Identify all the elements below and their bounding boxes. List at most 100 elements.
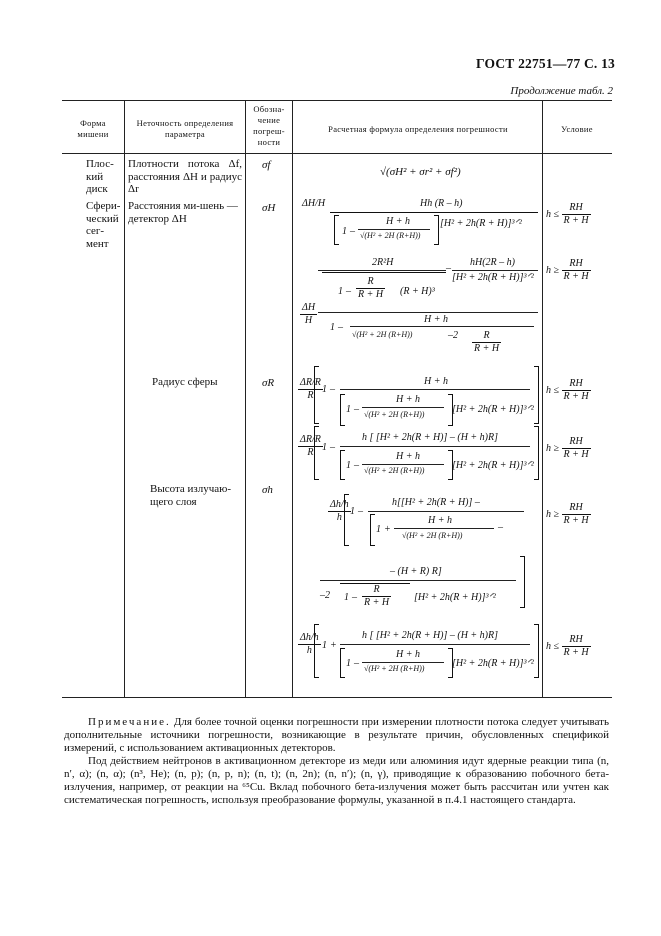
sigmaR-f2-bar xyxy=(340,446,530,447)
row4-symbol: σh xyxy=(262,484,273,496)
sigmaR-f1-num: H + h xyxy=(424,376,448,387)
sigmaR-f1-minus: – xyxy=(330,384,335,395)
sigmaH-f2-one: 1 xyxy=(338,286,343,297)
column-header-parameter: Неточность определения параметра xyxy=(136,118,234,139)
note-text-1: Для более точной оценки погрешности при … xyxy=(64,716,609,754)
sigmah-f1-cont-one: 1 xyxy=(344,592,349,603)
sigmaR-f2-inner-bar xyxy=(362,464,444,465)
sigmaH-f1-inner-num: H + h xyxy=(386,216,410,227)
sigmaR-f2-inner-num: H + h xyxy=(396,451,420,462)
sigmah-f2-inner-lbracket xyxy=(340,648,345,678)
sigmah-f2-right-bracket xyxy=(534,624,539,678)
sigmaH-f1-right-bracket xyxy=(434,215,439,245)
sigmah-f1-cont-num: – (H + R) R] xyxy=(390,566,442,577)
row3-symbol: σR xyxy=(262,377,275,389)
sigmaH-f2-minus2: –2 xyxy=(448,330,458,341)
row1-shape: Плос-кий диск xyxy=(86,158,114,195)
sigmah-f1-right-bracket xyxy=(520,556,525,608)
row4-param: Высота излучаю-щего слоя xyxy=(150,483,232,508)
sigmah-f1-minus: – xyxy=(358,506,363,517)
sigmaR-f1-inner-den: √(H² + 2H (R+H)) xyxy=(364,410,425,419)
row2-param: Расстояния ми-шень — детектор ΔH xyxy=(128,200,238,225)
sigmaH-f2-den2: [H² + 2h(R + H)]³ᐟ² xyxy=(452,272,534,283)
table-top-border xyxy=(62,100,612,101)
sigmaR-f2-left-bracket xyxy=(314,426,319,480)
sigmah-f2-bar xyxy=(340,644,530,645)
sigmaH-f2-lower-bar xyxy=(350,326,534,327)
table-header-border xyxy=(62,153,612,154)
sigmaH-f1-bracket: [H² + 2h(R + H)]³ᐟ² xyxy=(440,218,522,229)
column-header-shape: Форма мишени xyxy=(77,118,109,139)
sigmaH-f2-cube: (R + H)³ xyxy=(400,286,435,297)
sigmah-f2-num: h [ [H² + 2h(R + H)] – (H + h)R] xyxy=(362,630,499,641)
table-col-divider-4 xyxy=(542,100,543,697)
sigmaR-f1-inner-num: H + h xyxy=(396,394,420,405)
sigmaH-f2-lower-den: √(H² + 2H (R+H)) xyxy=(352,330,413,339)
sigmaH-f1-inner-den: √(H² + 2H (R+H)) xyxy=(360,231,421,240)
note-label: Примечание. xyxy=(88,716,171,728)
sigmaH-f2-lower-minus: – xyxy=(338,322,343,333)
sigmah-f1-cont-bar xyxy=(320,580,516,581)
sigmah-f2-inner-one: 1 xyxy=(346,658,351,669)
table-col-divider-3 xyxy=(292,100,293,697)
page-header: ГОСТ 22751—77 С. 13 xyxy=(476,56,615,71)
sigmaH-f2-lower-num: H + h xyxy=(424,314,448,325)
column-header-formula: Расчетная формула определения погрешност… xyxy=(328,124,508,134)
sigmah-f1-cont-minus: – xyxy=(352,592,357,603)
sigmah-f1-inner-num: H + h xyxy=(428,515,452,526)
sigmaR-f1-inner-one: 1 xyxy=(346,404,351,415)
sigmaH-f1-one: 1 xyxy=(342,226,347,237)
sigmah-f2-inner-minus: – xyxy=(354,658,359,669)
sigmah-f2-inner-bar xyxy=(362,662,444,663)
row1-formula: √(σH² + σr² + σf²) xyxy=(380,166,461,178)
sigmah-f1-sqrt-bar xyxy=(340,583,410,584)
sigmaH-f2-bar2 xyxy=(452,270,538,271)
sigmaH-f2-main-bar xyxy=(318,312,538,313)
sigmaR-f2-inner-minus: – xyxy=(354,460,359,471)
sigmaR-f1-bracket: [H² + 2h(R + H)]³ᐟ² xyxy=(452,404,534,415)
sigmaH-f2-sqrt-bar xyxy=(322,272,446,273)
sigmaH-f2-bar1 xyxy=(318,270,446,271)
row2-symbol: σH xyxy=(262,202,276,214)
sigmaR-f1-right-bracket xyxy=(534,366,539,424)
sigmah-f2-plus: + xyxy=(330,640,337,651)
sigmaR-f1-bar xyxy=(340,389,530,390)
row1-param: Плотности потока Δf, расстояния ΔH и рад… xyxy=(128,158,242,195)
sigmaH-f2-minus: – xyxy=(346,286,351,297)
sigmaR-f2-inner-rbracket xyxy=(448,450,453,480)
sigmaR-f2-one: 1 xyxy=(322,442,327,453)
sigmaR-f1-inner-minus: – xyxy=(354,404,359,415)
sigmaR-f1-left-bracket xyxy=(314,366,319,424)
column-header-condition: Условие xyxy=(561,124,593,134)
table-col-divider-2 xyxy=(245,100,246,697)
sigmaH-f1-minus: – xyxy=(350,226,355,237)
table-continuation-label: Продолжение табл. 2 xyxy=(510,85,613,97)
sigmah-f1-num: h[[H² + 2h(R + H)] – xyxy=(392,497,480,508)
sigmaR-f2-inner-den: √(H² + 2H (R+H)) xyxy=(364,466,425,475)
sigmaR-f2-right-bracket xyxy=(534,426,539,480)
sigmah-f1-inner-plus: + xyxy=(384,524,391,535)
sigmaR-f1-inner-bar xyxy=(362,407,444,408)
sigmah-f1-inner-one: 1 xyxy=(376,524,381,535)
row1-symbol: σf xyxy=(262,159,271,171)
column-header-symbol: Обозна-чение погреш-ности xyxy=(253,104,285,147)
sigmah-f1-inner-den: √(H² + 2H (R+H)) xyxy=(402,531,463,540)
sigmaR-f1-inner-rbracket xyxy=(448,394,453,426)
sigmah-f1-trail-minus: – xyxy=(498,522,503,533)
sigmah-f1-bar xyxy=(368,511,524,512)
sigmah-f2-inner-rbracket xyxy=(448,648,453,678)
row2-shape: Сфери-ческий сег-мент xyxy=(86,200,121,250)
note-text-2: Под действием нейтронов в активационном … xyxy=(64,755,609,806)
sigmaR-f2-inner-one: 1 xyxy=(346,460,351,471)
